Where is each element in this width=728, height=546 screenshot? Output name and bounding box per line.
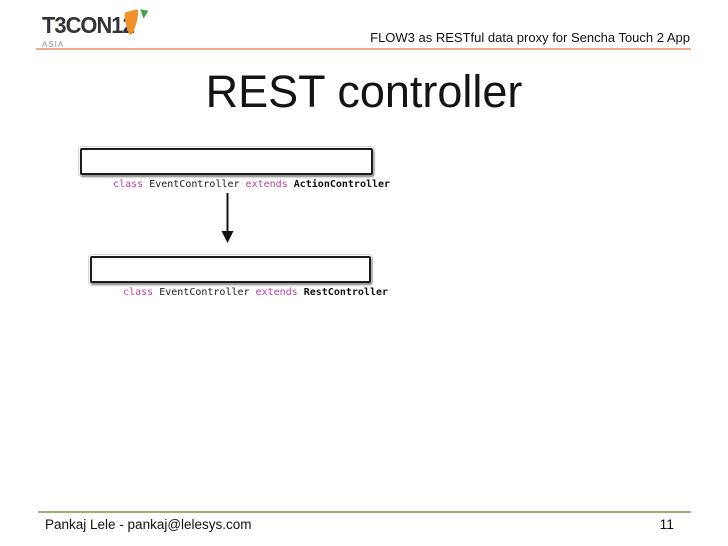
footer-author: Pankaj Lele - pankaj@lelesys.com [45, 517, 252, 532]
code-box-action-controller: class EventController extends ActionCont… [78, 146, 390, 190]
header-divider [36, 48, 691, 50]
code-parent-class: RestController [303, 287, 389, 298]
t3con12-logo: T3CON12 ASIA [42, 12, 139, 49]
presentation-topic: FLOW3 as RESTful data proxy for Sencha T… [370, 30, 690, 45]
code-box-rest-controller: class EventController extends RestContro… [88, 254, 388, 298]
logo-brand-text: T3CON12 [42, 12, 135, 38]
typo3-logo-icon [124, 9, 149, 35]
code-class-name: EventController [159, 287, 256, 298]
code-keyword-extends: extends [255, 287, 304, 298]
code-keyword-class: class [113, 179, 150, 190]
down-arrow-icon [221, 193, 234, 243]
footer-divider [38, 511, 691, 513]
code-keyword-extends: extends [245, 179, 294, 190]
code-class-name: EventController [149, 179, 246, 190]
logo-region-text: ASIA [42, 40, 65, 49]
page-number: 11 [659, 516, 674, 532]
code-parent-class: ActionController [293, 179, 391, 190]
slide-title: REST controller [205, 66, 523, 117]
code-keyword-class: class [123, 287, 160, 298]
